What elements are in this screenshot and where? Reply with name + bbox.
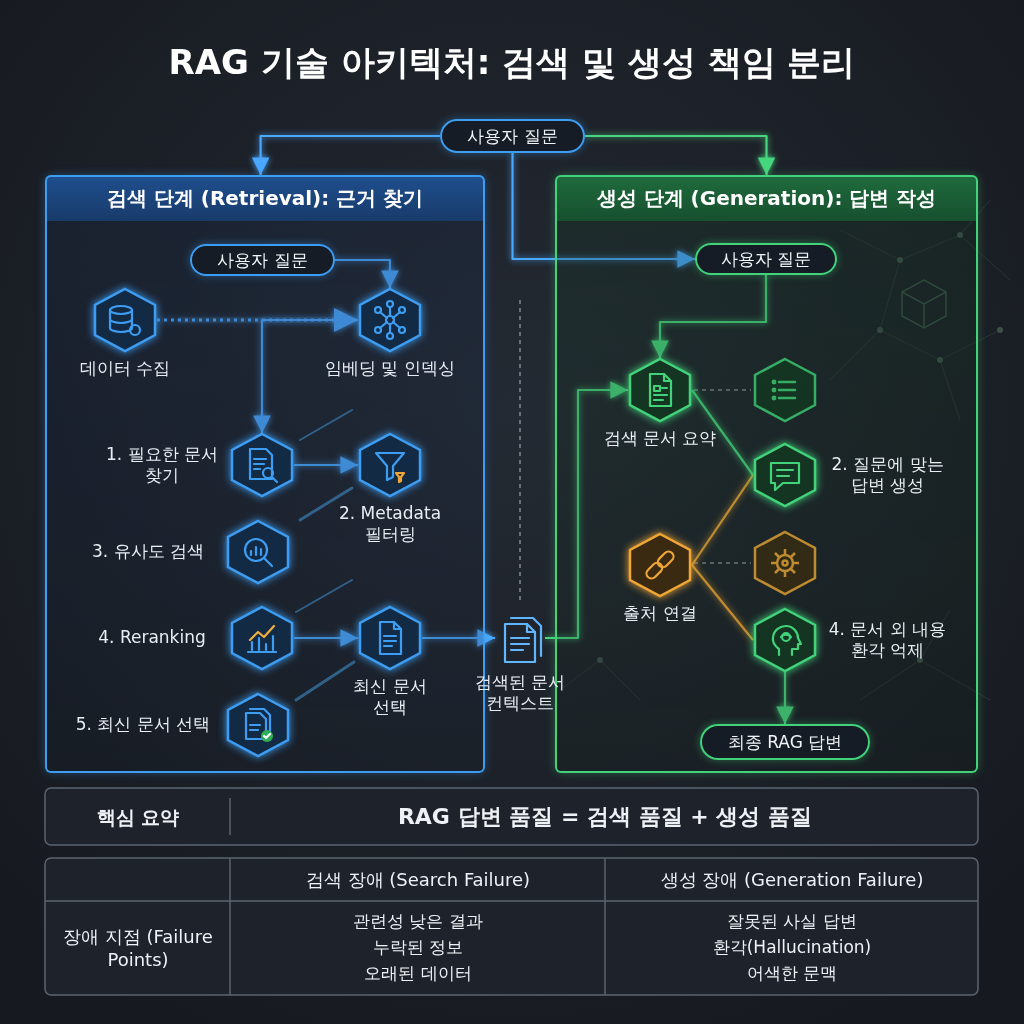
step-hex: 데이터 수집 xyxy=(93,288,157,352)
query-pill: 사용자 질문 xyxy=(440,119,585,153)
step-label: 1. 필요한 문서 찾기 xyxy=(102,444,222,487)
step-hex: 4. 문서 외 내용 환각 억제 xyxy=(753,608,817,672)
query-text: 사용자 질문 xyxy=(467,125,557,148)
hexagon-icon xyxy=(358,288,422,352)
table-cell: 누락된 정보 xyxy=(238,936,598,958)
query-text: 사용자 질문 xyxy=(721,248,811,271)
hexagon-icon xyxy=(753,443,817,507)
query-pill: 최종 RAG 답변 xyxy=(700,724,870,760)
hexagon-icon xyxy=(628,358,692,422)
step-label: 검색된 문서 컨텍스트 xyxy=(468,672,572,715)
step-label: 검색 문서 요약 xyxy=(595,428,725,449)
step-label: 데이터 수집 xyxy=(60,358,190,379)
hexagon-icon xyxy=(358,606,422,670)
table-cell: 관련성 낮은 결과 xyxy=(238,910,598,932)
step-hex: 최신 문서 선택 xyxy=(358,606,422,670)
hexagon-icon xyxy=(226,693,290,757)
step-label: 최신 문서 선택 xyxy=(346,676,434,719)
step-label: 5. 최신 문서 선택 xyxy=(68,714,218,735)
step-hex: 5. 최신 문서 선택 xyxy=(226,693,290,757)
context-doc: 검색된 문서 컨텍스트 xyxy=(495,610,545,666)
query-pill: 사용자 질문 xyxy=(190,244,335,276)
query-pill: 사용자 질문 xyxy=(695,243,837,275)
step-hex: 출처 연결 xyxy=(628,533,692,597)
step-hex: 임베딩 및 인덱싱 xyxy=(358,288,422,352)
step-hex: 2. 질문에 맞는 답변 생성 xyxy=(753,443,817,507)
hexagon-icon xyxy=(230,606,294,670)
table-cell: 어색한 문맥 xyxy=(612,962,972,984)
table-cell: 오래된 데이터 xyxy=(238,962,598,984)
step-hex: 4. Reranking xyxy=(230,606,294,670)
step-label: 출처 연결 xyxy=(610,603,710,624)
failure-table xyxy=(45,858,978,995)
table-cell: 검색 장애 (Search Failure) xyxy=(238,868,598,891)
step-hex: 1. 필요한 문서 찾기 xyxy=(230,433,294,497)
table-cell: 환각(Hallucination) xyxy=(612,936,972,958)
panel-heading: 생성 단계 (Generation): 답변 작성 xyxy=(555,175,978,221)
hexagon-icon xyxy=(226,520,290,584)
step-label: 2. 질문에 맞는 답변 생성 xyxy=(825,454,950,497)
hexagon-icon xyxy=(93,288,157,352)
summary-cell: 핵심 요약 xyxy=(53,805,223,830)
step-label: 임베딩 및 인덱싱 xyxy=(310,358,470,379)
step-hex: 3. 유사도 검색 xyxy=(226,520,290,584)
stage-panel: 생성 단계 (Generation): 답변 작성사용자 질문검색 문서 요약 2… xyxy=(555,175,978,773)
hexagon-icon xyxy=(230,433,294,497)
query-text: 최종 RAG 답변 xyxy=(728,731,842,754)
diagram-title: RAG 기술 아키텍처: 검색 및 생성 책임 분리 xyxy=(0,40,1024,86)
summary-cell: RAG 답변 품질 = 검색 품질 + 생성 품질 xyxy=(245,803,965,832)
query-text: 사용자 질문 xyxy=(217,249,307,272)
step-label: 3. 유사도 검색 xyxy=(78,541,218,562)
summary-box xyxy=(45,788,978,845)
step-hex: 2. Metadata 필터링 xyxy=(358,433,422,497)
table-cell: 잘못된 사실 답변 xyxy=(612,910,972,932)
panel-heading: 검색 단계 (Retrieval): 근거 찾기 xyxy=(45,175,485,221)
flow-connector xyxy=(261,136,440,175)
table-cell: 생성 장애 (Generation Failure) xyxy=(612,868,972,891)
flow-connector xyxy=(585,136,767,175)
step-label: 4. Reranking xyxy=(82,627,222,648)
hexagon-icon xyxy=(628,533,692,597)
hexagon-icon xyxy=(753,608,817,672)
step-label: 2. Metadata 필터링 xyxy=(330,503,450,546)
step-hex: 검색 문서 요약 xyxy=(628,358,692,422)
stage-panel: 검색 단계 (Retrieval): 근거 찾기사용자 질문데이터 수집임베딩 … xyxy=(45,175,485,773)
hexagon-icon xyxy=(358,433,422,497)
document-stack-icon xyxy=(495,610,545,666)
table-cell: 장애 지점 (Failure Points) xyxy=(63,925,213,972)
step-label: 4. 문서 외 내용 환각 억제 xyxy=(825,619,950,662)
